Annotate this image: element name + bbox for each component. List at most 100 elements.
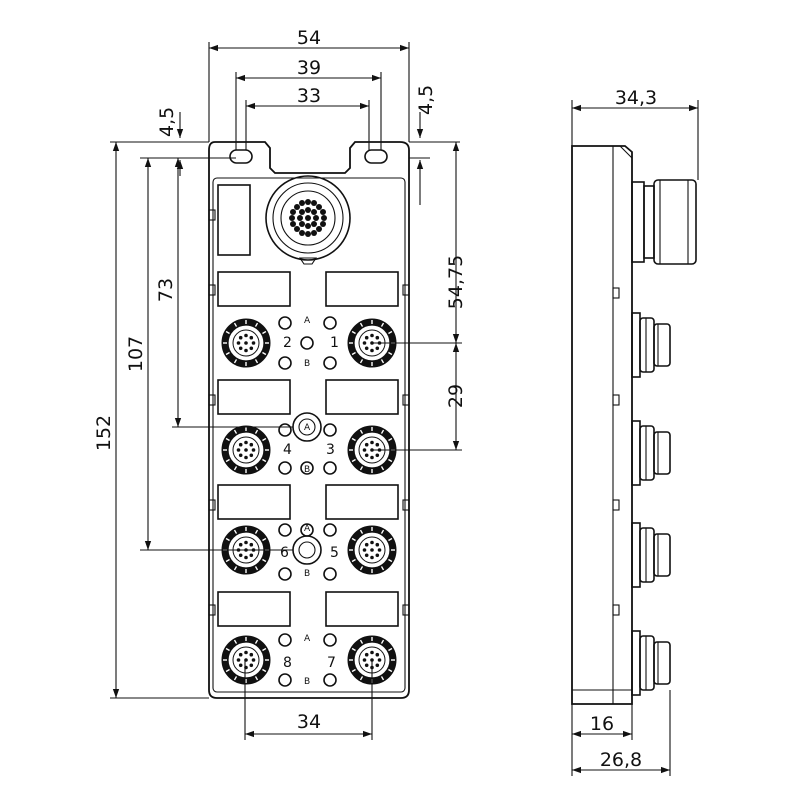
pin-dot (289, 215, 295, 221)
port-pin (244, 455, 248, 460)
port-pin (370, 548, 374, 552)
port-knurl (225, 558, 230, 563)
pin-dot (299, 230, 305, 236)
status-led (323, 673, 337, 687)
port-pin (249, 652, 254, 657)
port-knurl (359, 429, 364, 434)
dim-side-26-8: 26,8 (600, 749, 642, 771)
dim-offset-left: 4,5 (156, 107, 178, 137)
port-knurl (359, 676, 364, 681)
mounting-hole-right (364, 149, 388, 164)
side-port (631, 312, 671, 378)
dim-hole-pitch-39: 39 (297, 57, 321, 79)
port-knurl (359, 322, 364, 327)
port-knurl (254, 676, 259, 681)
status-led (278, 423, 292, 437)
m12-port (221, 318, 271, 368)
led-label-b: B (304, 569, 310, 579)
label-plate (217, 379, 291, 415)
led-label-a: A (304, 316, 311, 326)
front-dimensions: 54 39 33 4,5 4,5 152 107 (93, 27, 467, 740)
port-pin (375, 346, 380, 351)
port-knurl (225, 330, 230, 335)
status-led (323, 461, 337, 475)
port-knurl (254, 359, 259, 364)
port-knurl (233, 639, 238, 644)
pin-dot (311, 209, 317, 215)
port-label-8: 8 (283, 655, 292, 671)
pin-dot (294, 204, 300, 210)
status-led (323, 423, 337, 437)
port-pin (375, 442, 380, 447)
port-pin (370, 333, 374, 338)
port-pin (249, 553, 254, 558)
port-pin (370, 540, 374, 545)
port-pin (244, 555, 248, 560)
side-port-collar (639, 527, 655, 583)
port-pin (377, 548, 382, 552)
pin-dot (305, 223, 311, 229)
port-label-6: 6 (280, 545, 289, 561)
side-port-nut (653, 431, 671, 475)
port-pin (364, 346, 369, 351)
port-knurl (388, 668, 393, 673)
pin-dot (320, 221, 326, 227)
port-pin (375, 553, 380, 558)
port-label-7: 7 (327, 655, 336, 671)
status-led (300, 336, 314, 350)
port-knurl (380, 566, 385, 571)
port-knurl (254, 529, 259, 534)
port-pin (364, 553, 369, 558)
port-knurl (254, 566, 259, 571)
port-pin (244, 440, 248, 445)
port-label-3: 3 (326, 442, 335, 458)
port-pin (362, 658, 367, 662)
dim-height-152: 152 (93, 415, 115, 451)
dim-width-54: 54 (297, 27, 321, 49)
port-knurl (388, 437, 393, 442)
port-pin (249, 442, 254, 447)
front-panel (212, 177, 406, 693)
side-port-collar (639, 425, 655, 481)
label-plate (217, 271, 291, 307)
led-label-a: A (304, 524, 311, 534)
label-plate (325, 591, 399, 627)
m12-port (221, 635, 271, 685)
port-label-2: 2 (283, 335, 292, 351)
side-port-base (631, 522, 641, 588)
side-main-connector (631, 179, 697, 265)
port-pin (251, 341, 256, 345)
port-pin (375, 663, 380, 668)
port-knurl (351, 537, 356, 542)
port-label-1: 1 (330, 335, 339, 351)
port-pin (364, 442, 369, 447)
port-knurl (388, 537, 393, 542)
port-inner-ring (232, 329, 260, 357)
port-pin (236, 448, 241, 452)
port-knurl (380, 322, 385, 327)
port-pin (244, 540, 248, 545)
port-pin (238, 346, 243, 351)
side-port-base (631, 420, 641, 486)
port-knurl (359, 639, 364, 644)
port-pin (364, 335, 369, 340)
port-pin (238, 652, 243, 657)
port-knurl (225, 668, 230, 673)
port-pin (238, 553, 243, 558)
port-pin (249, 453, 254, 458)
port-knurl (380, 529, 385, 534)
port-pin (364, 663, 369, 668)
side-port-connectors (631, 312, 671, 696)
pin-dot (305, 199, 311, 205)
side-port-nut (653, 533, 671, 577)
status-led (278, 356, 292, 370)
pin-dot (311, 230, 317, 236)
status-led (278, 633, 292, 647)
port-inner-ring (232, 436, 260, 464)
port-knurl (351, 330, 356, 335)
port-knurl (262, 437, 267, 442)
side-port-nut (653, 641, 671, 685)
port-inner-ring (232, 646, 260, 674)
port-knurl (388, 330, 393, 335)
pin-dot (305, 207, 311, 213)
